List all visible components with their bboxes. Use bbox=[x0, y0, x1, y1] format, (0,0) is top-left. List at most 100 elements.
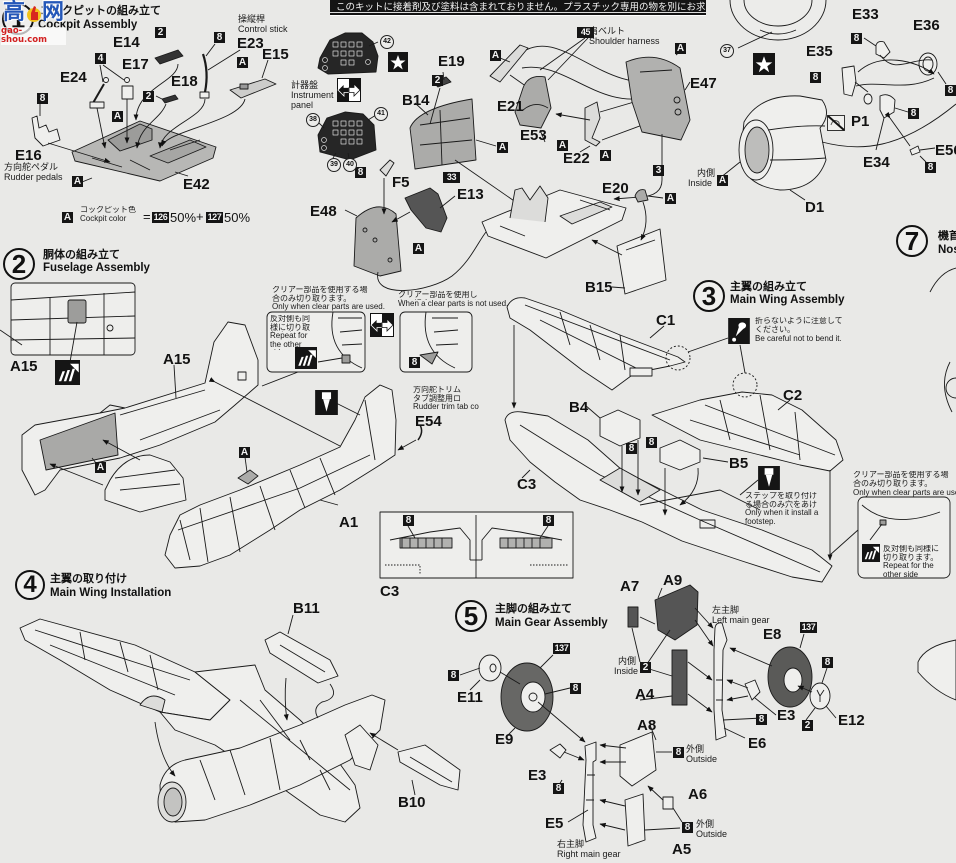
caution-note-en: Be careful not to bend it. bbox=[755, 335, 842, 343]
wheel-e9-assembly bbox=[459, 654, 586, 743]
part-label: A7 bbox=[620, 578, 640, 595]
paint-chip: 8 bbox=[908, 108, 919, 119]
fuselage-half-a1 bbox=[164, 384, 423, 569]
paint-chip: A bbox=[237, 57, 248, 68]
paint-chip: 2 bbox=[640, 662, 651, 673]
paint-chip: 8 bbox=[409, 357, 420, 368]
part-f5 bbox=[379, 159, 395, 215]
clear-part-box-used bbox=[261, 311, 366, 387]
rudder-trim-rod-note-en: Rudder trim tab control rod bbox=[413, 403, 479, 411]
site-watermark-logo: 高 网 gao-shou.com bbox=[0, 0, 66, 45]
paint-chip: A bbox=[600, 150, 611, 161]
paint-chip: 8 bbox=[810, 72, 821, 83]
cockpit-color-label-en: Cockpit color bbox=[80, 215, 127, 223]
clear-part-box-wing bbox=[829, 496, 951, 579]
paint-chip: 8 bbox=[553, 783, 564, 794]
paint-chip: A bbox=[490, 50, 501, 61]
cowling-d1 bbox=[719, 95, 956, 201]
paint-chip: 137 bbox=[800, 622, 817, 633]
step-1-title-ja: コックピットの組み立て bbox=[40, 4, 161, 17]
paint-chip: 3 bbox=[653, 165, 664, 176]
inside-label-en: Inside bbox=[614, 666, 639, 676]
part-label: E34 bbox=[863, 154, 890, 171]
paint-chip: 2 bbox=[143, 91, 154, 102]
step-7-title-en: Nos bbox=[938, 244, 956, 256]
repeat-other-side-note-en: Repeat for the other side bbox=[883, 562, 934, 579]
part-label: A1 bbox=[339, 514, 359, 531]
paint-chip-126: 126 bbox=[152, 212, 169, 223]
rudder-trim-rod-note-ja: 方向舵トリムタブ調整用ロッド bbox=[413, 386, 461, 403]
instrument-panel-decal-lower bbox=[317, 111, 377, 161]
part-label: E56 bbox=[935, 142, 956, 159]
part-label: E48 bbox=[310, 203, 337, 220]
repeat-other-side-note-en: Repeat for the other side bbox=[270, 332, 308, 350]
part-e13 bbox=[391, 187, 456, 233]
paint-chip: 8 bbox=[355, 167, 366, 178]
rudder-pedals-e16 bbox=[31, 104, 111, 163]
part-label: E3 bbox=[528, 767, 547, 784]
part-label: C3 bbox=[380, 583, 400, 600]
notice-banner: このキットに接着剤及び塗料は含まれておりません。プラスチック専用の物を別にお求め… bbox=[330, 0, 706, 16]
control-parts-e24-e17 bbox=[89, 64, 134, 149]
swap-arrows-icon bbox=[337, 78, 361, 102]
wing-upper-right-c2 bbox=[651, 344, 844, 561]
seat-e53 bbox=[514, 37, 589, 143]
paint-chip: 2 bbox=[432, 75, 443, 86]
step-2-number: 2 bbox=[3, 248, 35, 280]
bulkhead-e48 bbox=[344, 206, 487, 291]
step-3-title-ja: 主翼の組み立て bbox=[730, 280, 807, 293]
stabilizer-b10 bbox=[369, 732, 461, 796]
fuselage-half-a15 bbox=[0, 321, 341, 496]
cockpit-color-chip: A bbox=[62, 212, 73, 223]
clear-parts-not-used-note-en: When a clear parts is not used. bbox=[398, 300, 509, 308]
instrument-panel-decal-upper bbox=[317, 32, 379, 75]
part-label: B11 bbox=[293, 600, 320, 617]
footstep-note-en: Only when it install a footstep. bbox=[745, 509, 819, 526]
decal-number: 37 bbox=[720, 44, 734, 58]
thumbs-up-icon bbox=[26, 3, 42, 25]
part-label: A15 bbox=[163, 351, 191, 368]
step-2-title-en: Fuselage Assembly bbox=[43, 262, 150, 274]
watermark-url: gao-shou.com bbox=[1, 27, 66, 45]
paint-chip: 8 bbox=[646, 437, 657, 448]
caution-icon bbox=[728, 318, 750, 344]
paint-chip: A bbox=[72, 176, 83, 187]
paint-chip: 8 bbox=[570, 683, 581, 694]
part-e20 bbox=[634, 189, 664, 241]
step-4-title-ja: 主翼の取り付け bbox=[50, 572, 127, 585]
part-label: B14 bbox=[402, 92, 430, 109]
step-3-number: 3 bbox=[693, 280, 725, 312]
part-label: E18 bbox=[171, 73, 198, 90]
decal-number: 39 bbox=[327, 158, 341, 172]
paint-chip: 8 bbox=[543, 515, 554, 526]
right-edge-partial-parts bbox=[917, 267, 956, 701]
step-7-title-ja: 機首 bbox=[938, 230, 956, 242]
instrument-panel-label-en: Instrument panel bbox=[291, 90, 334, 110]
part-label: E6 bbox=[748, 735, 767, 752]
part-label: A4 bbox=[635, 686, 655, 703]
paint-chip: 8 bbox=[673, 747, 684, 758]
left-main-gear bbox=[627, 584, 837, 741]
part-e15 bbox=[161, 59, 277, 147]
swap-arrows-icon bbox=[370, 313, 394, 337]
clear-parts-used-note-ja: クリアー部品を使用する場合のみ切り取ります。 bbox=[853, 471, 949, 488]
control-stick-label-en: Control stick bbox=[238, 24, 288, 34]
step-5-number: 5 bbox=[455, 600, 487, 632]
cockpit-color-label-ja: コックピット色 bbox=[80, 206, 136, 214]
paint-chip: 137 bbox=[553, 643, 570, 654]
paint-chip: 8 bbox=[626, 443, 637, 454]
right-main-gear bbox=[549, 731, 683, 847]
decal-number: 42 bbox=[380, 35, 394, 49]
clear-parts-used-note-en: Only when clear parts are used. bbox=[853, 489, 956, 497]
part-label: A15 bbox=[10, 358, 38, 375]
paint-chip: A bbox=[239, 447, 250, 458]
drill-hole-icon bbox=[315, 390, 338, 415]
engine-small-parts bbox=[841, 37, 947, 163]
part-label: A6 bbox=[688, 786, 708, 803]
paint-chip: 8 bbox=[851, 33, 862, 44]
cockpit-floor-e42 bbox=[71, 120, 217, 182]
part-label: E3 bbox=[777, 707, 796, 724]
watermark-char-left: 高 bbox=[3, 0, 26, 25]
paint-chip: 2 bbox=[155, 27, 166, 38]
